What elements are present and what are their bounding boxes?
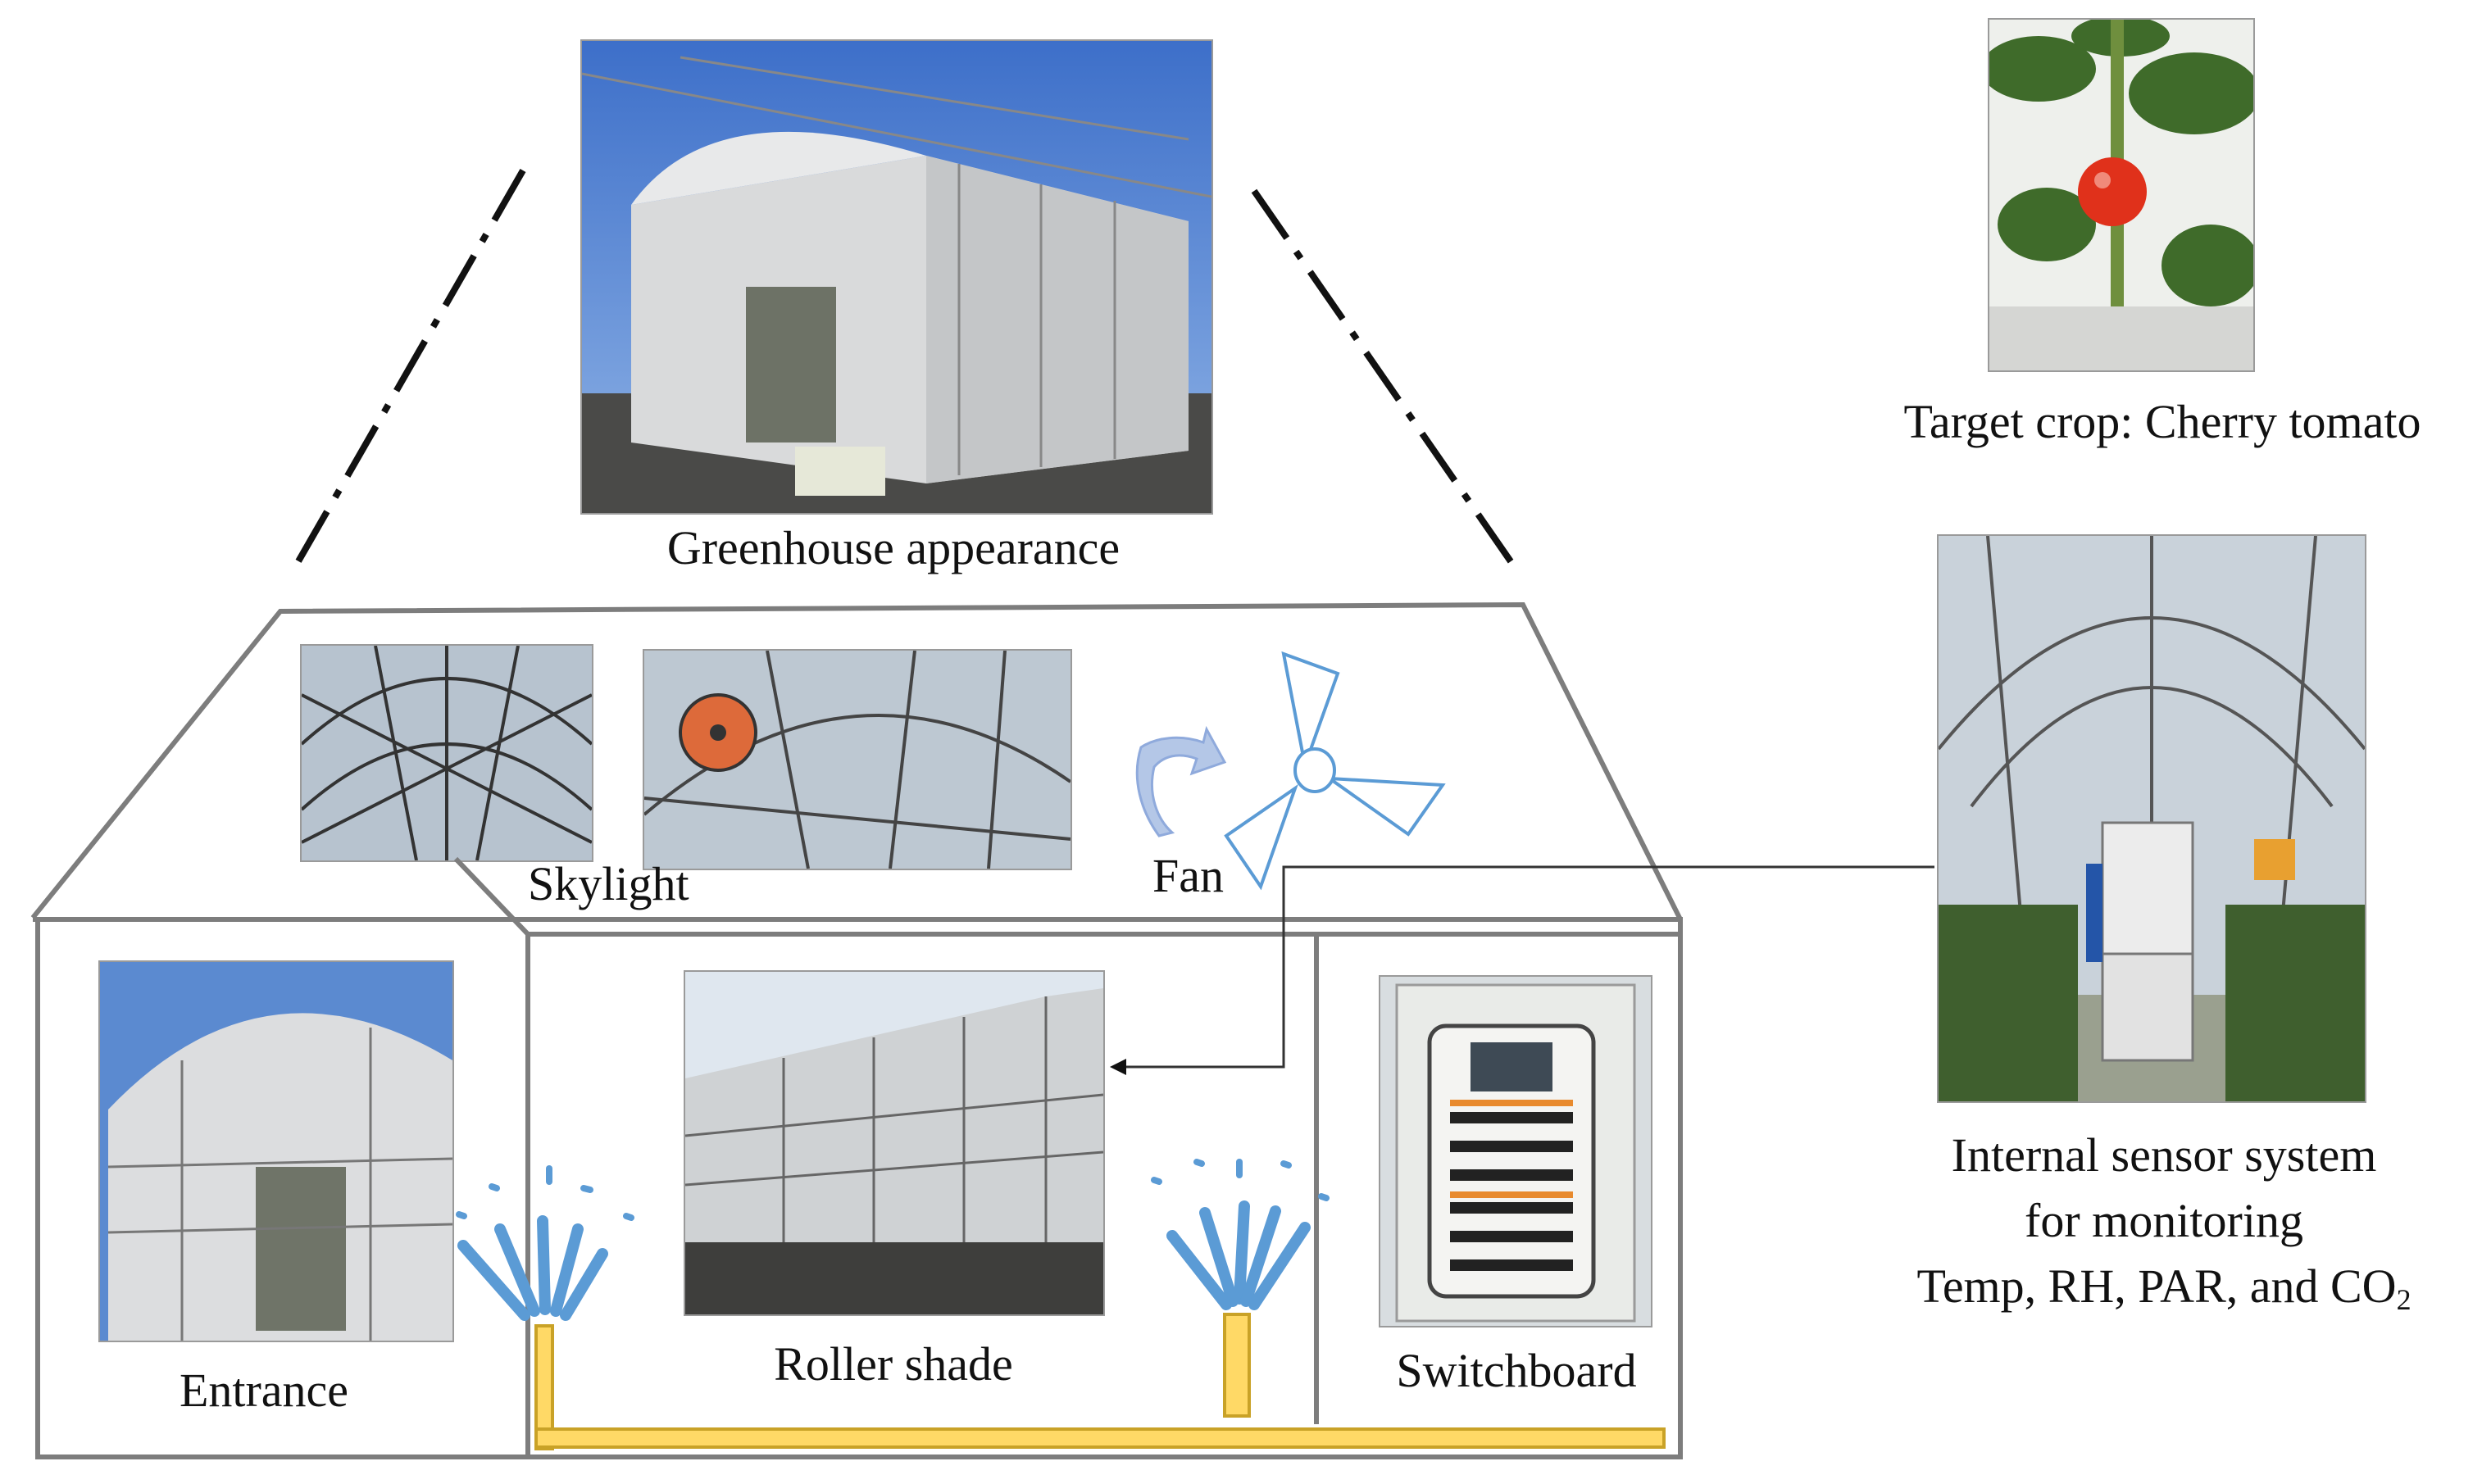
co2-subscript: 2 — [2396, 1283, 2412, 1317]
switchboard-photo — [1379, 975, 1652, 1327]
sensor-connector-arrow — [1110, 865, 1934, 1075]
entrance-photo — [98, 960, 454, 1342]
water-pipe — [534, 1313, 1666, 1450]
greenhouse-appearance-photo — [580, 39, 1213, 515]
target-crop-label: Target crop: Cherry tomato — [1903, 395, 2421, 448]
sprinkler-icon — [1151, 1159, 1330, 1310]
greenhouse-appearance-label: Greenhouse appearance — [666, 521, 1121, 574]
entrance-label: Entrance — [179, 1364, 349, 1417]
fan-photo — [643, 649, 1072, 870]
sensor-label-line-3-text: Temp, RH, PAR, and CO — [1916, 1259, 2397, 1314]
sensor-label-line-1: Internal sensor system — [1951, 1128, 2377, 1182]
skylight-photo — [300, 644, 593, 862]
switchboard-label: Switchboard — [1396, 1344, 1637, 1397]
house-outline — [30, 601, 1683, 1459]
roller-shade-label: Roller shade — [774, 1337, 1013, 1391]
roller-shade-photo — [684, 970, 1105, 1316]
internal-sensor-photo — [1937, 534, 2366, 1103]
fan-icon — [1224, 651, 1446, 891]
rotation-arrow-icon — [1135, 725, 1227, 837]
sensor-label-line-3: Temp, RH, PAR, and CO2 — [1844, 1254, 2482, 1321]
sensor-label-line-2: for monitoring — [2025, 1194, 2303, 1248]
skylight-label: Skylight — [528, 857, 689, 910]
internal-sensor-label: Internal sensor system for monitoring Te… — [1844, 1123, 2482, 1321]
connector-line-right — [1251, 188, 1516, 566]
fan-label: Fan — [1152, 849, 1224, 902]
connector-line-left — [292, 169, 526, 569]
cherry-tomato-photo — [1988, 18, 2255, 372]
sprinkler-icon — [456, 1165, 634, 1321]
